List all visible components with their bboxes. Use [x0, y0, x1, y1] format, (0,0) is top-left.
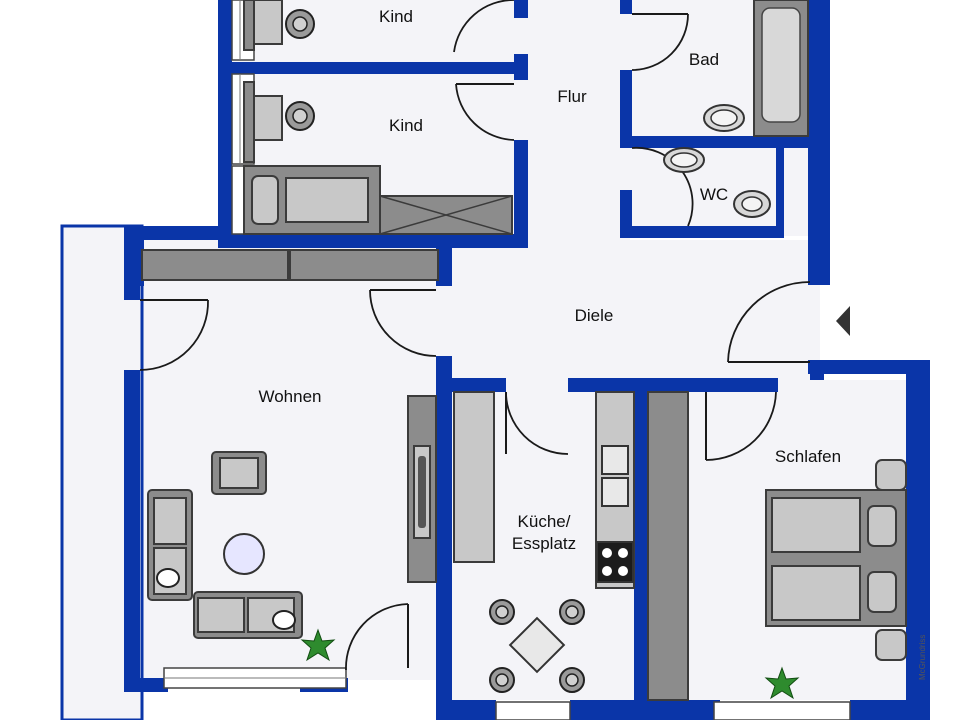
plant-icon	[764, 666, 800, 700]
sink-icon	[601, 477, 629, 507]
walls	[124, 0, 930, 720]
room-label-diele: Diele	[575, 306, 614, 325]
room-label-kueche: Küche/	[518, 512, 571, 531]
toilet-icon	[733, 190, 771, 218]
doors	[139, 0, 811, 671]
room-label-wohnen: Wohnen	[258, 387, 321, 406]
chair-icon	[285, 101, 315, 131]
watermark: McGrundriss	[918, 635, 927, 680]
room-label-kind-mid: Kind	[389, 116, 423, 135]
room-label-bad: Bad	[689, 50, 719, 69]
chair-icon	[489, 667, 515, 693]
room-label-schlafen: Schlafen	[775, 447, 841, 466]
room-label-wc: WC	[700, 185, 728, 204]
sink-icon	[663, 147, 705, 173]
furniture	[141, 0, 907, 701]
sink-icon	[601, 445, 629, 475]
lamp-icon	[156, 568, 180, 588]
windows	[163, 0, 851, 720]
entrance-arrow-icon	[836, 306, 850, 336]
chair-icon	[559, 667, 585, 693]
room-label-flur: Flur	[557, 87, 587, 106]
stove-icon	[596, 541, 634, 583]
chair-icon	[559, 599, 585, 625]
lamp-icon	[272, 610, 296, 630]
room-label-kind-top: Kind	[379, 7, 413, 26]
room-label-essplatz: Essplatz	[512, 534, 576, 553]
plant-icon	[300, 628, 336, 662]
chair-icon	[285, 9, 315, 39]
chair-icon	[489, 599, 515, 625]
sink-icon	[703, 104, 745, 132]
